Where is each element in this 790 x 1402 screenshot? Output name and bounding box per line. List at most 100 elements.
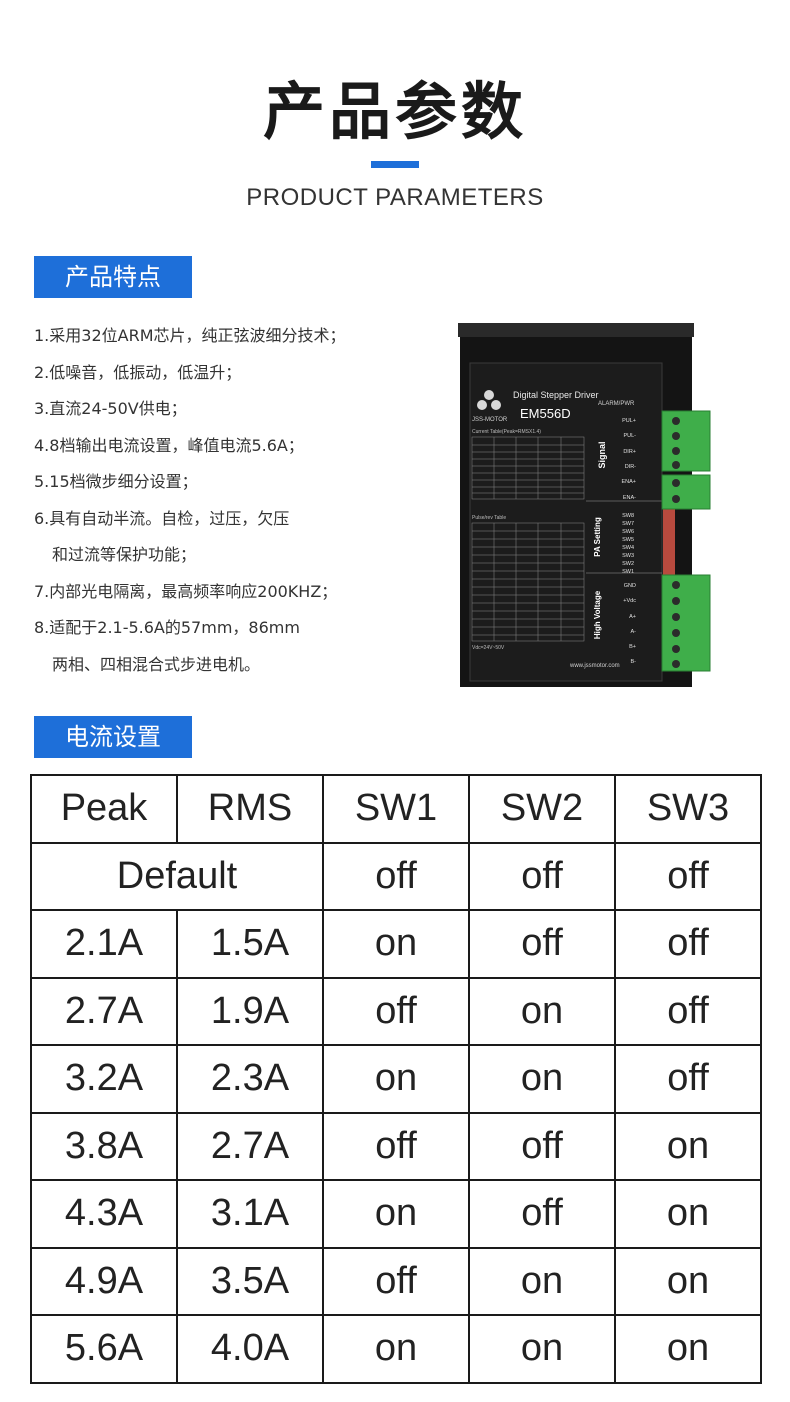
table-cell: on <box>468 1246 616 1316</box>
switch-label: SW8 <box>622 513 634 519</box>
table-cell: on <box>468 1044 616 1114</box>
current-setting-table: Peak RMS SW1 SW2 SW3 Default off off off… <box>30 774 762 1384</box>
feature-item: 两相、四相混合式步进电机。 <box>52 654 261 674</box>
printed-current-table <box>471 436 585 500</box>
device-website: www.jssmotor.com <box>569 663 620 669</box>
table-cell: off <box>468 841 616 911</box>
feature-item: 4.8档输出电流设置，峰值电流5.6A； <box>34 435 304 455</box>
feature-list: 1.采用32位ARM芯片，纯正弦波细分技术； 2.低噪音，低振动，低温升； 3.… <box>34 318 429 683</box>
alarm-label: ALARM/PWR <box>598 401 635 407</box>
pin-label: B- <box>631 659 637 665</box>
device-top-edge <box>458 323 694 337</box>
pin-label: PUL- <box>623 433 636 439</box>
page-subtitle: PRODUCT PARAMETERS <box>246 184 544 211</box>
brand-logo-icon <box>477 390 501 410</box>
table-row: 5.6A 4.0A on on on <box>30 1314 762 1384</box>
stepper-driver-image: JSS-MOTOR Digital Stepper Driver EM556D … <box>458 323 711 687</box>
high-voltage-group-label: High Voltage <box>593 590 602 639</box>
table-cell: 3.2A <box>30 1044 178 1114</box>
table-cell: 3.5A <box>176 1246 324 1316</box>
table-row: 4.9A 3.5A off on on <box>30 1246 762 1316</box>
page-title: 产品参数 <box>262 75 527 148</box>
table-cell: 2.1A <box>30 909 178 979</box>
switch-label: SW1 <box>622 569 634 575</box>
table-cell: on <box>322 1044 470 1114</box>
table-cell: 3.8A <box>30 1111 178 1181</box>
table-cell: 3.1A <box>176 1179 324 1249</box>
header-cell: RMS <box>176 774 324 844</box>
signal-group-label: Signal <box>597 441 607 468</box>
table-cell: 4.9A <box>30 1246 178 1316</box>
table-cell: off <box>614 976 762 1046</box>
feature-item: 和过流等保护功能； <box>52 545 197 564</box>
pin-label: +Vdc <box>623 598 636 604</box>
switch-label: SW5 <box>622 537 634 543</box>
table-cell: on <box>322 909 470 979</box>
table-cell: 1.9A <box>176 976 324 1046</box>
table-cell: off <box>322 841 470 911</box>
table-cell: 2.3A <box>176 1044 324 1114</box>
table-cell: 2.7A <box>176 1111 324 1181</box>
table-cell: on <box>322 1179 470 1249</box>
table-cell: on <box>322 1314 470 1384</box>
feature-item: 6.具有自动半流。自检，过压，欠压 <box>34 508 290 528</box>
features-section-tag: 产品特点 <box>34 256 192 298</box>
feature-item: 1.采用32位ARM芯片，纯正弦波细分技术； <box>34 326 346 345</box>
current-table-title: Current Table(Peak=RMSX1.4) <box>472 429 541 435</box>
voltage-note: Vdc=24V~50V <box>472 645 505 651</box>
table-cell: on <box>614 1111 762 1181</box>
switch-label: SW6 <box>622 529 634 535</box>
feature-item: 8.适配于2.1-5.6A的57mm，86mm <box>34 618 300 637</box>
table-cell: on <box>614 1314 762 1384</box>
pin-label: DIR+ <box>623 449 636 455</box>
table-row: 2.7A 1.9A off on off <box>30 976 762 1046</box>
table-cell: off <box>614 1044 762 1114</box>
pin-label: A- <box>631 629 637 635</box>
signal-terminal-block <box>661 410 711 510</box>
table-cell: on <box>468 976 616 1046</box>
table-row: Default off off off <box>30 841 762 911</box>
feature-item: 3.直流24-50V供电； <box>34 399 187 418</box>
table-cell: on <box>614 1246 762 1316</box>
feature-item: 5.15档微步细分设置； <box>34 472 198 491</box>
switch-label: SW3 <box>622 553 634 559</box>
table-cell: off <box>468 909 616 979</box>
pin-label: ENA- <box>623 495 636 501</box>
table-cell: 2.7A <box>30 976 178 1046</box>
pin-label: B+ <box>629 644 636 650</box>
device-front-panel <box>469 362 663 682</box>
table-cell: off <box>322 1246 470 1316</box>
table-cell: Default <box>30 841 324 911</box>
model-label: EM556D <box>520 406 571 421</box>
table-cell: off <box>614 841 762 911</box>
dip-switch-bank <box>663 509 675 577</box>
power-terminal-block <box>661 574 711 672</box>
table-cell: off <box>322 1111 470 1181</box>
table-cell: off <box>322 976 470 1046</box>
switch-label: SW4 <box>622 545 634 551</box>
table-row: 4.3A 3.1A on off on <box>30 1179 762 1249</box>
pa-setting-group-label: PA Setting <box>593 517 602 557</box>
pin-label: DIR- <box>625 464 636 470</box>
table-row: 2.1A 1.5A on off off <box>30 909 762 979</box>
switch-label: SW2 <box>622 561 634 567</box>
table-cell: 1.5A <box>176 909 324 979</box>
table-header-row: Peak RMS SW1 SW2 SW3 <box>30 774 762 844</box>
table-cell: off <box>614 909 762 979</box>
table-cell: 4.0A <box>176 1314 324 1384</box>
pin-label: A+ <box>629 614 636 620</box>
pin-label: GND <box>624 583 636 589</box>
table-row: 3.8A 2.7A off off on <box>30 1111 762 1181</box>
header-cell: Peak <box>30 774 178 844</box>
switch-label: SW7 <box>622 521 634 527</box>
header-cell: SW1 <box>322 774 470 844</box>
table-cell: on <box>468 1314 616 1384</box>
table-cell: off <box>468 1179 616 1249</box>
feature-item: 7.内部光电隔离，最高频率响应200KHZ； <box>34 581 338 601</box>
pin-label: ENA+ <box>621 479 636 485</box>
brand-name: JSS-MOTOR <box>472 417 508 423</box>
table-cell: on <box>614 1179 762 1249</box>
table-cell: off <box>468 1111 616 1181</box>
pin-label: PUL+ <box>622 418 636 424</box>
title-underline <box>371 161 419 168</box>
